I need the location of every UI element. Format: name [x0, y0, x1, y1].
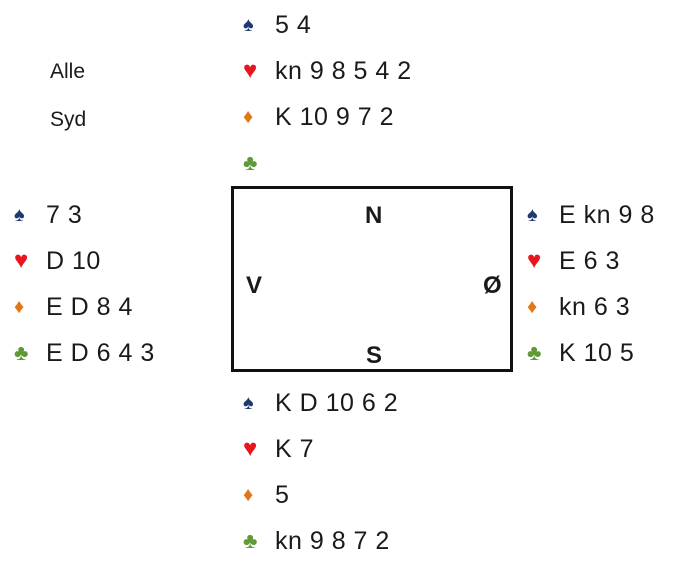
spade-icon: ♠	[14, 204, 25, 226]
north-diamonds-cards: K 10 9 7 2	[275, 103, 394, 131]
diamond-icon: ♦	[527, 296, 538, 318]
west-spades-cards: 7 3	[46, 201, 83, 229]
east-diamonds-cards: kn 6 3	[559, 293, 631, 321]
club-icon: ♣	[243, 528, 258, 553]
diamond-icon: ♦	[14, 296, 25, 318]
east-hearts-cards: E 6 3	[559, 247, 620, 275]
south-spades-cards: K D 10 6 2	[275, 389, 399, 417]
west-diamonds-row: ♦ E D 8 4	[14, 284, 155, 330]
north-hand: ♠ 5 4 ♥ kn 9 8 5 4 2 ♦ K 10 9 7 2 ♣	[243, 2, 412, 186]
south-hand: ♠ K D 10 6 2 ♥ K 7 ♦ 5 ♣ kn 9 8 7 2	[243, 380, 398, 564]
club-icon: ♣	[243, 150, 258, 175]
north-spades-cards: 5 4	[275, 11, 312, 39]
spade-icon: ♠	[243, 392, 254, 414]
north-hearts-row: ♥ kn 9 8 5 4 2	[243, 48, 412, 94]
north-hearts-cards: kn 9 8 5 4 2	[275, 57, 412, 85]
vulnerability-label: Alle	[50, 60, 86, 83]
south-clubs-row: ♣ kn 9 8 7 2	[243, 518, 398, 564]
compass-east: Ø	[483, 272, 502, 299]
south-hearts-cards: K 7	[275, 435, 315, 463]
table-diagram: N V Ø S	[231, 186, 513, 372]
heart-icon: ♥	[243, 57, 258, 84]
east-clubs-cards: K 10 5	[559, 339, 635, 367]
east-spades-cards: E kn 9 8	[559, 201, 655, 229]
west-diamonds-cards: E D 8 4	[46, 293, 133, 321]
heart-icon: ♥	[14, 247, 29, 274]
north-spades-row: ♠ 5 4	[243, 2, 412, 48]
spade-icon: ♠	[243, 14, 254, 36]
compass-west: V	[246, 272, 263, 299]
diamond-icon: ♦	[243, 106, 254, 128]
compass-north: N	[365, 202, 383, 229]
south-diamonds-cards: 5	[275, 481, 290, 509]
east-diamonds-row: ♦ kn 6 3	[527, 284, 655, 330]
east-hearts-row: ♥ E 6 3	[527, 238, 655, 284]
heart-icon: ♥	[243, 435, 258, 462]
dealer-label: Syd	[50, 108, 87, 131]
north-diamonds-row: ♦ K 10 9 7 2	[243, 94, 412, 140]
south-spades-row: ♠ K D 10 6 2	[243, 380, 398, 426]
spade-icon: ♠	[527, 204, 538, 226]
club-icon: ♣	[14, 340, 29, 365]
west-hearts-cards: D 10	[46, 247, 101, 275]
south-hearts-row: ♥ K 7	[243, 426, 398, 472]
west-clubs-row: ♣ E D 6 4 3	[14, 330, 155, 376]
east-clubs-row: ♣ K 10 5	[527, 330, 655, 376]
compass-south: S	[366, 342, 383, 369]
west-hand: ♠ 7 3 ♥ D 10 ♦ E D 8 4 ♣ E D 6 4 3	[14, 192, 155, 376]
north-clubs-row: ♣	[243, 140, 412, 186]
west-hearts-row: ♥ D 10	[14, 238, 155, 284]
south-diamonds-row: ♦ 5	[243, 472, 398, 518]
west-spades-row: ♠ 7 3	[14, 192, 155, 238]
east-hand: ♠ E kn 9 8 ♥ E 6 3 ♦ kn 6 3 ♣ K 10 5	[527, 192, 655, 376]
club-icon: ♣	[527, 340, 542, 365]
east-spades-row: ♠ E kn 9 8	[527, 192, 655, 238]
diamond-icon: ♦	[243, 484, 254, 506]
south-clubs-cards: kn 9 8 7 2	[275, 527, 390, 555]
heart-icon: ♥	[527, 247, 542, 274]
west-clubs-cards: E D 6 4 3	[46, 339, 155, 367]
